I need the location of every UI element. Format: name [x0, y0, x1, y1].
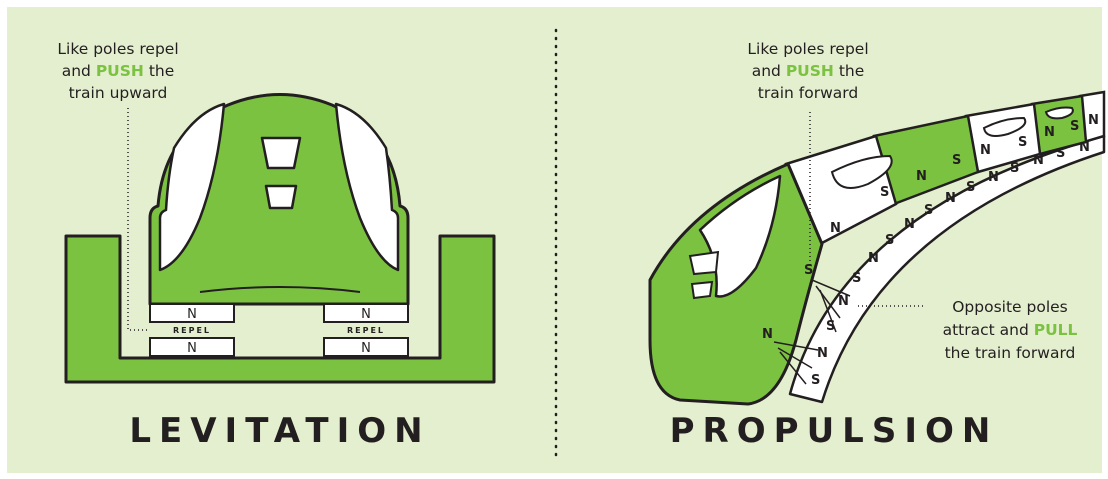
callout-line: Opposite poles	[952, 298, 1068, 316]
pole-label: S	[952, 153, 961, 168]
pole-label: S	[1018, 135, 1027, 150]
pole-label: S	[811, 373, 820, 388]
pole-label: N	[945, 191, 956, 206]
magnet-pole-label: N	[361, 341, 371, 356]
callout-line: train upward	[69, 84, 168, 102]
magnet-pole-label: N	[361, 307, 371, 322]
pole-label: S	[966, 180, 975, 195]
pole-label: N	[916, 169, 927, 184]
pole-label: N	[1033, 153, 1044, 168]
callout-line: Like poles repel	[57, 40, 178, 58]
pole-label: S	[1056, 146, 1065, 161]
callout-highlight: PUSH	[786, 62, 834, 80]
train-pole-labels: N S N S N S N S N S N	[762, 113, 1099, 342]
magnet-pole-label: N	[187, 341, 197, 356]
propulsion-push-callout: Like poles repel and PUSH the train forw…	[747, 40, 868, 102]
pole-label: S	[880, 185, 889, 200]
pole-label: N	[988, 170, 999, 185]
train-window	[260, 136, 302, 170]
repel-label: REPEL	[347, 326, 385, 335]
magnet-track-left	[149, 337, 235, 357]
callout-line: and PUSH the	[62, 62, 175, 80]
train-front-view	[148, 93, 410, 306]
pole-label: S	[804, 263, 813, 278]
rail-pole-labels: S N S N S N S N S N S N S N S N	[811, 140, 1090, 388]
pole-label: S	[852, 271, 861, 286]
pole-label: S	[1070, 119, 1079, 134]
train-window	[690, 280, 714, 300]
pole-label: N	[817, 346, 828, 361]
magnet-train-left	[149, 303, 235, 323]
magnet-train-right	[323, 303, 409, 323]
callout-leader	[127, 108, 150, 331]
pole-label: S	[826, 319, 835, 334]
pole-label: N	[1088, 113, 1099, 128]
callout-line: attract and PULL	[943, 321, 1078, 339]
pole-label: N	[868, 251, 879, 266]
guideway-rail	[788, 134, 1106, 404]
train-side-view	[648, 90, 1106, 406]
callout-highlight: PULL	[1034, 321, 1078, 339]
propulsion-pull-callout: Opposite poles attract and PULL the trai…	[943, 298, 1078, 362]
magnet-pole-label: N	[187, 307, 197, 322]
guideway-track	[64, 234, 496, 384]
pole-label: N	[830, 221, 841, 236]
repel-label: REPEL	[173, 326, 211, 335]
magnet-track-right	[323, 337, 409, 357]
callout-highlight: PUSH	[96, 62, 144, 80]
pole-label: S	[1010, 161, 1019, 176]
callout-line: train forward	[758, 84, 858, 102]
pole-label: N	[838, 294, 849, 309]
levitation-section: N N N N REPEL REPEL Like poles repel and…	[57, 40, 496, 451]
pole-label: N	[762, 327, 773, 342]
force-arrows	[773, 279, 851, 385]
pole-label: N	[904, 217, 915, 232]
propulsion-title: PROPULSION	[670, 411, 999, 451]
callout-line: Like poles repel	[747, 40, 868, 58]
pole-label: N	[1044, 125, 1055, 140]
pole-label: N	[980, 143, 991, 158]
callout-line: the train forward	[945, 344, 1076, 362]
propulsion-section: S N S N S N S N S N S N S N S N	[648, 40, 1106, 451]
callout-line: and PUSH the	[752, 62, 865, 80]
train-window	[688, 250, 720, 276]
levitation-callout: Like poles repel and PUSH the train upwa…	[57, 40, 178, 102]
pole-label: N	[1079, 140, 1090, 155]
levitation-title: LEVITATION	[129, 411, 430, 451]
pole-label: S	[924, 203, 933, 218]
pole-label: S	[885, 233, 894, 248]
train-window	[264, 184, 298, 210]
